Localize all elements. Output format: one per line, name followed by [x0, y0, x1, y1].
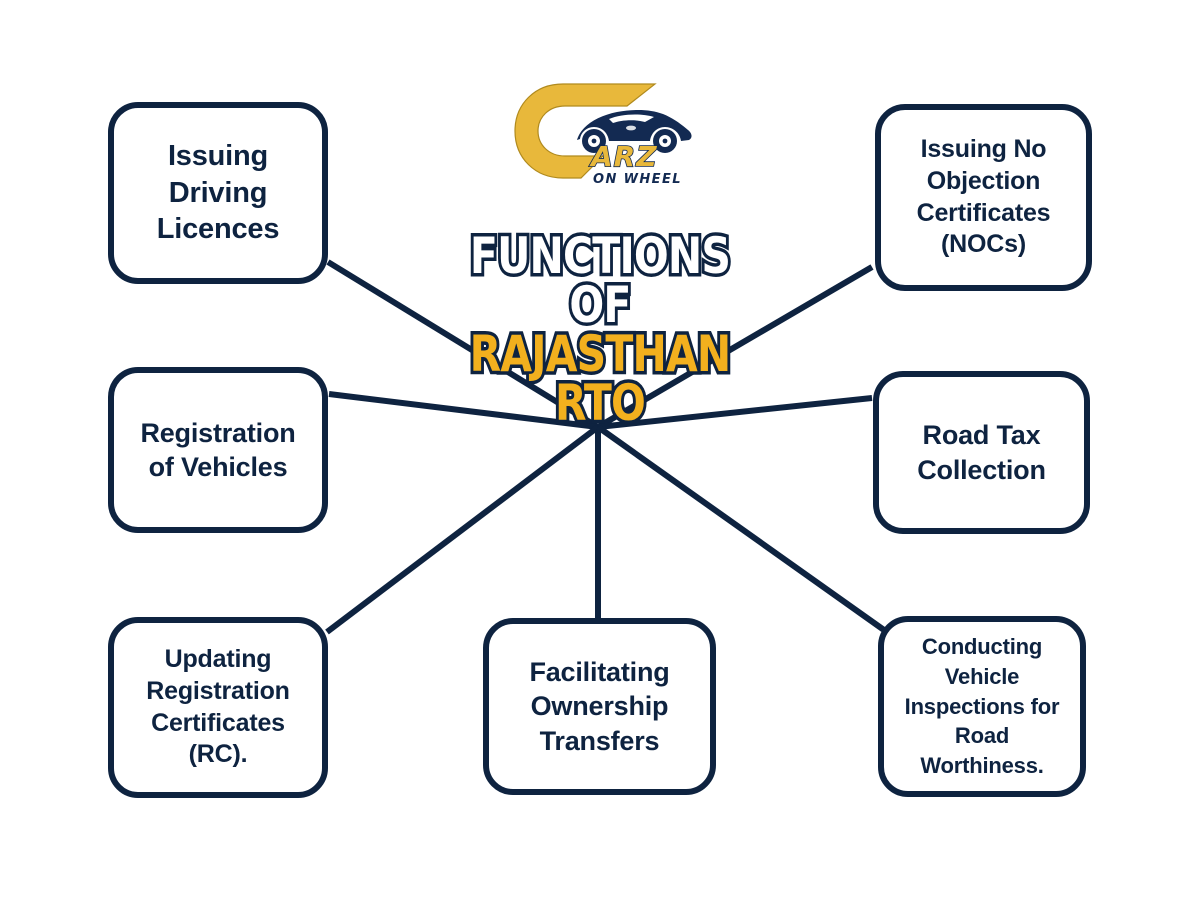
- node-updating-registration-certificates[interactable]: Updating Registration Certificates (RC).: [108, 617, 328, 798]
- page-title: FUNCTIONS OF RAJASTHAN RTO: [400, 227, 800, 432]
- connector-line-updating-registration-certificates: [325, 424, 600, 635]
- node-road-tax-collection[interactable]: Road Tax Collection: [873, 371, 1090, 534]
- sports-car-icon: [577, 109, 692, 153]
- logo-brand-text: ARZ: [589, 140, 658, 173]
- node-conducting-vehicle-inspections[interactable]: Conducting Vehicle Inspections for Road …: [878, 616, 1086, 797]
- node-label: Facilitating Ownership Transfers: [529, 657, 670, 756]
- title-line-3: RTO: [552, 374, 649, 432]
- connector-line-issuing-no-objection-certificates: [596, 264, 874, 430]
- title-line-2: RAJASTHAN: [467, 325, 734, 383]
- node-issuing-no-objection-certificates[interactable]: Issuing No Objection Certificates (NOCs): [875, 104, 1092, 291]
- connector-line-issuing-driving-licences: [326, 259, 600, 430]
- connector-line-registration-of-vehicles: [328, 391, 599, 430]
- logo-c-mark: [514, 83, 657, 179]
- node-label: Updating Registration Certificates (RC).: [146, 645, 290, 769]
- connector-line-conducting-vehicle-inspections: [596, 424, 886, 633]
- logo-tagline-text: ON WHEEL: [593, 172, 682, 187]
- node-label: Conducting Vehicle Inspections for Road …: [904, 634, 1060, 779]
- node-label: Issuing Driving Licences: [156, 139, 280, 246]
- node-label: Road Tax Collection: [917, 420, 1046, 485]
- node-label: Issuing No Objection Certificates (NOCs): [916, 135, 1051, 259]
- node-registration-of-vehicles[interactable]: Registration of Vehicles: [108, 367, 328, 533]
- node-label: Registration of Vehicles: [140, 417, 296, 482]
- connector-line-road-tax-collection: [597, 395, 873, 430]
- brand-logo: ARZ ON WHEEL: [505, 78, 705, 188]
- node-facilitating-ownership-transfers[interactable]: Facilitating Ownership Transfers: [483, 618, 716, 795]
- title-line-1: FUNCTIONS OF: [467, 227, 734, 334]
- node-issuing-driving-licences[interactable]: Issuing Driving Licences: [108, 102, 328, 284]
